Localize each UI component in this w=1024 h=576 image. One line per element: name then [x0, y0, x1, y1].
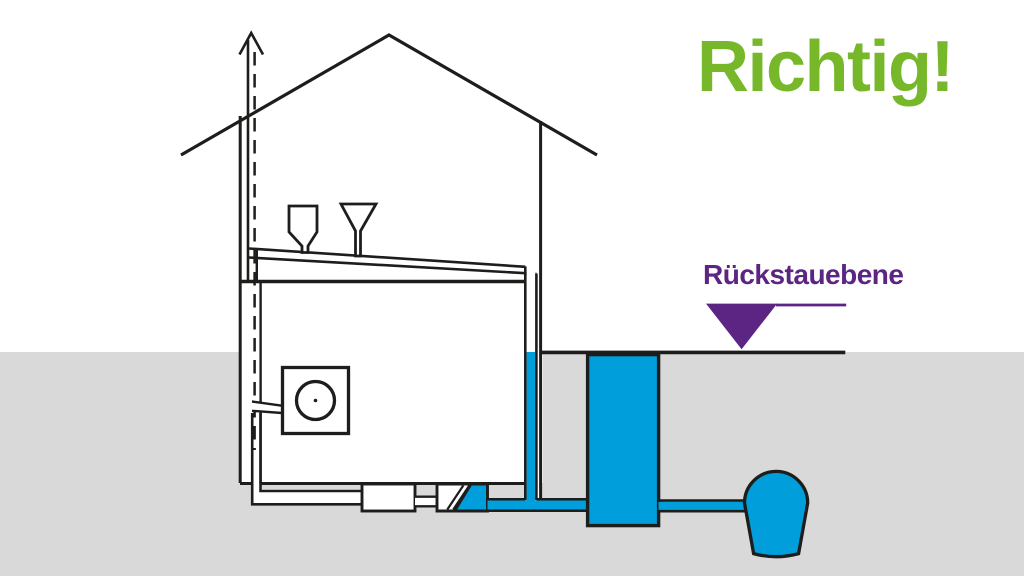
downpipe-above-grade — [526, 266, 536, 352]
vent-arrow-icon — [238, 30, 265, 56]
downpipe-water — [526, 352, 536, 509]
sewer-main-pipe — [742, 469, 810, 559]
cleanout-access-box — [360, 482, 417, 513]
floor-drain-funnel — [338, 202, 379, 258]
right-wall-below-grade — [535, 352, 542, 503]
sloped-pipe-top — [248, 247, 526, 269]
backflow-valve-flap-line-1 — [446, 484, 465, 511]
richtig-label: Richtig! — [697, 27, 954, 107]
rueckstauebene-label: Rückstauebene — [703, 259, 904, 290]
washer-pipe-top — [251, 400, 283, 407]
sloped-pipe-bottom — [248, 256, 537, 276]
backflow-level-triangle-icon — [706, 303, 778, 350]
sewer-shaft — [585, 352, 661, 528]
roof — [180, 33, 598, 157]
washing-machine-dot — [313, 398, 318, 403]
backflow-valve-flap-line-2 — [452, 484, 471, 511]
washer-pipe-bottom — [251, 409, 283, 415]
buried-elbow-pipe-outer — [250, 413, 362, 506]
shaft-to-main-pipe-water — [658, 502, 749, 511]
short-pipe-fill — [415, 497, 438, 507]
buried-pipe-water — [487, 500, 589, 510]
floor-drain-hopper — [287, 204, 319, 254]
washer-pipe-fill — [252, 402, 282, 412]
buried-elbow-pipe-fill — [252, 413, 362, 506]
